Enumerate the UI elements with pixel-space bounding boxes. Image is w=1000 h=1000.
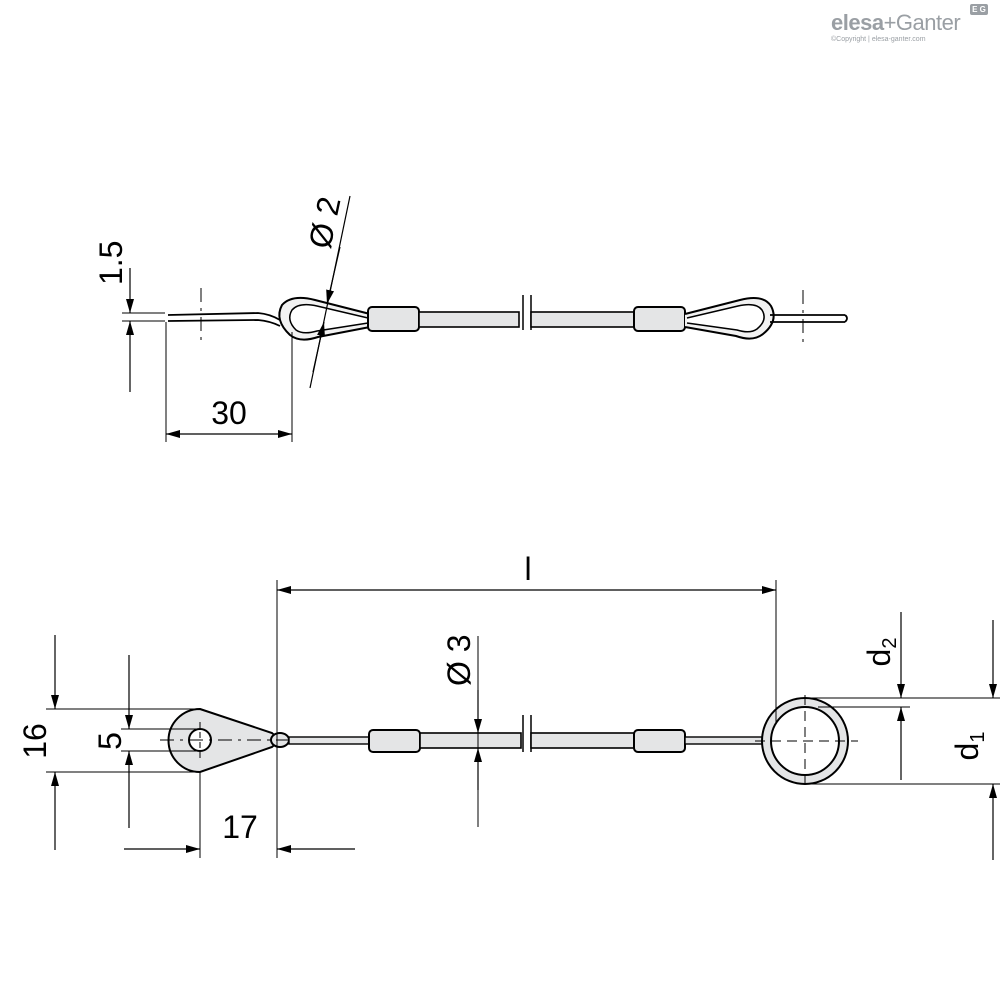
- dim-ring-wire-letter: d: [861, 649, 897, 667]
- brand-name-elesa: elesa: [831, 10, 884, 35]
- brand-name: elesa+Ganter: [831, 10, 961, 36]
- dim-wire-diameter-arrow-bottom: [312, 321, 325, 373]
- brand-badge: E G: [970, 4, 988, 15]
- bottom-cable-left: [419, 732, 522, 749]
- dim-ring-outer-label: d1: [949, 732, 989, 761]
- dim-hole-label: 5: [92, 732, 128, 750]
- elesa-ganter-logo: elesa+Ganter ©Copyright | elesa-ganter.c…: [831, 4, 991, 46]
- brand-name-ganter: Ganter: [895, 10, 961, 35]
- top-left-wire-end-lower: [167, 319, 281, 327]
- dim-eye-offset-label: 30: [211, 395, 247, 431]
- top-right-eye-inner: [686, 303, 765, 333]
- top-cable-left: [418, 311, 520, 328]
- top-view: 1.5 Ø 2 30: [93, 194, 848, 442]
- dim-tab-length-label: 17: [222, 809, 258, 845]
- dim-thickness-label: 1.5: [93, 241, 129, 285]
- top-left-wire-end: [167, 312, 281, 321]
- bottom-left-ferrule: [368, 729, 421, 753]
- dim-ring-outer-sub: 1: [967, 732, 989, 743]
- top-right-ferrule: [633, 306, 686, 332]
- bottom-cable-thin-left: [288, 736, 371, 745]
- brand-copyright: ©Copyright | elesa-ganter.com: [831, 36, 926, 43]
- top-left-ferrule: [367, 306, 420, 332]
- brand-name-plus: +: [883, 10, 897, 35]
- bottom-right-ferrule: [633, 729, 686, 753]
- dim-ring-wire-sub: 2: [879, 638, 901, 649]
- top-right-wire-tip: [844, 314, 848, 323]
- bottom-cable-right: [530, 732, 636, 749]
- dim-ring-outer-letter: d: [949, 743, 985, 761]
- dim-wire-diameter-arrow-top: [326, 246, 341, 305]
- dim-tab-width-label: 16: [17, 723, 53, 759]
- dim-cable-diameter-label: Ø 3: [441, 634, 477, 686]
- top-left-eye-inner: [289, 303, 369, 334]
- dim-ring-wire-label: d2: [861, 638, 901, 667]
- bottom-view: l Ø 3 16 5 17 d2 d1: [17, 551, 1000, 860]
- top-cable-right: [530, 311, 636, 328]
- dim-length-label: l: [524, 551, 531, 587]
